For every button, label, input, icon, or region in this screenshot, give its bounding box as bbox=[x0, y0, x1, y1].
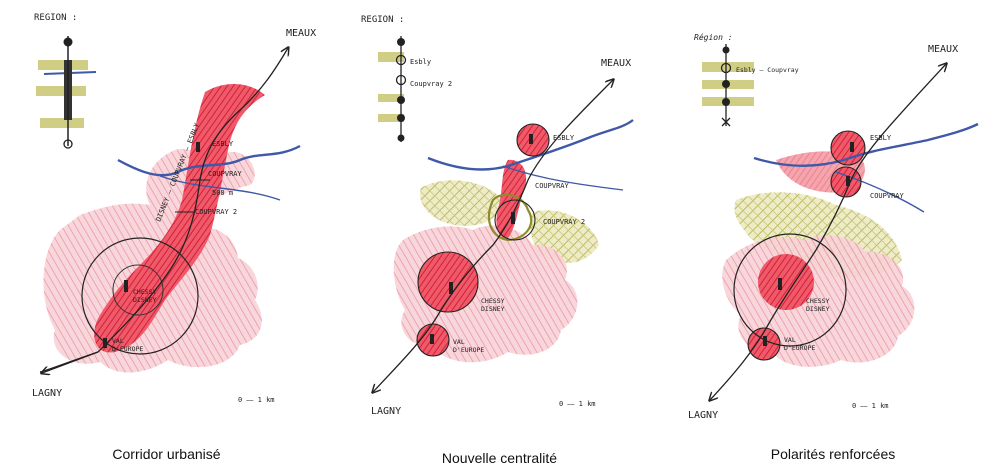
caption-polarites-renforcees: Polarités renforcées bbox=[770, 446, 896, 462]
label-disney: DISNEY bbox=[806, 305, 830, 313]
label-europe: D'EUROPE bbox=[453, 346, 484, 354]
label-meaux: MEAUX bbox=[286, 28, 316, 39]
label-disney: DISNEY bbox=[481, 305, 505, 313]
label-lagny: LAGNY bbox=[32, 388, 62, 399]
scale-bar: 0 ⎯⎯ 1 km bbox=[238, 396, 275, 404]
label-coupvray: COUPVRAY bbox=[535, 182, 570, 190]
label-esbly: ESBLY bbox=[870, 134, 892, 142]
legend-esbly-coupvray: Esbly – Coupvray bbox=[736, 66, 799, 74]
label-chessy: CHESSY bbox=[806, 297, 830, 305]
influence-circle bbox=[81, 237, 199, 355]
label-distance: 500 m bbox=[212, 189, 233, 197]
label-meaux: MEAUX bbox=[928, 44, 958, 55]
panel-polarites-renforcees: Région : Esbly – Coupvray bbox=[666, 0, 1000, 467]
label-meaux: MEAUX bbox=[601, 58, 631, 69]
label-val: VAL bbox=[784, 336, 796, 344]
label-lagny: LAGNY bbox=[688, 410, 718, 421]
label-lagny: LAGNY bbox=[371, 406, 401, 417]
scale-bar: 0 ⎯⎯ 1 km bbox=[559, 400, 596, 408]
caption-nouvelle-centralite: Nouvelle centralité bbox=[441, 450, 558, 466]
region-label: Région : bbox=[694, 32, 733, 42]
sketch-centralite: REGION : Esbly Coupvray 2 bbox=[361, 15, 634, 417]
river-marne bbox=[117, 144, 301, 177]
urban-corridor-red bbox=[94, 84, 265, 353]
label-coupvray-2: COUPVRAY 2 bbox=[195, 208, 237, 216]
label-europe: D'EUROPE bbox=[112, 345, 143, 353]
panel-nouvelle-centralite: REGION : Esbly Coupvray 2 bbox=[333, 0, 666, 467]
label-esbly: ESBLY bbox=[553, 134, 575, 142]
label-chessy: CHESSY bbox=[481, 297, 505, 305]
region-legend bbox=[702, 44, 754, 127]
sketch-corridor: REGION : MEAUX LAGN bbox=[32, 13, 316, 404]
label-coupvray-2: COUPVRAY 2 bbox=[543, 218, 585, 226]
label-esbly: ESBLY bbox=[212, 140, 234, 148]
legend-esbly: Esbly bbox=[410, 58, 431, 66]
label-disney: DISNEY bbox=[133, 296, 157, 304]
region-legend bbox=[36, 36, 97, 149]
label-val: VAL bbox=[453, 338, 465, 346]
region-legend bbox=[378, 36, 407, 142]
sketch-polarites: Région : Esbly – Coupvray bbox=[688, 32, 979, 421]
scale-bar: 0 ⎯⎯ 1 km bbox=[852, 402, 889, 410]
caption-corridor-urbanise: Corridor urbanisé bbox=[112, 446, 221, 462]
label-chessy: CHESSY bbox=[133, 288, 157, 296]
legend-coupvray-2: Coupvray 2 bbox=[410, 80, 452, 88]
label-val: VAL bbox=[112, 337, 124, 345]
panel-corridor-urbanise: REGION : MEAUX LAGN bbox=[0, 0, 333, 467]
region-label: REGION : bbox=[361, 15, 404, 25]
axis-lagny-meaux bbox=[373, 80, 613, 392]
axis-lagny-meaux bbox=[710, 64, 946, 400]
label-europe: D'EUROPE bbox=[784, 344, 815, 352]
label-coupvray: COUPVRAY bbox=[870, 192, 905, 200]
region-label: REGION : bbox=[34, 13, 77, 23]
label-coupvray: COUPVRAY bbox=[208, 170, 243, 178]
